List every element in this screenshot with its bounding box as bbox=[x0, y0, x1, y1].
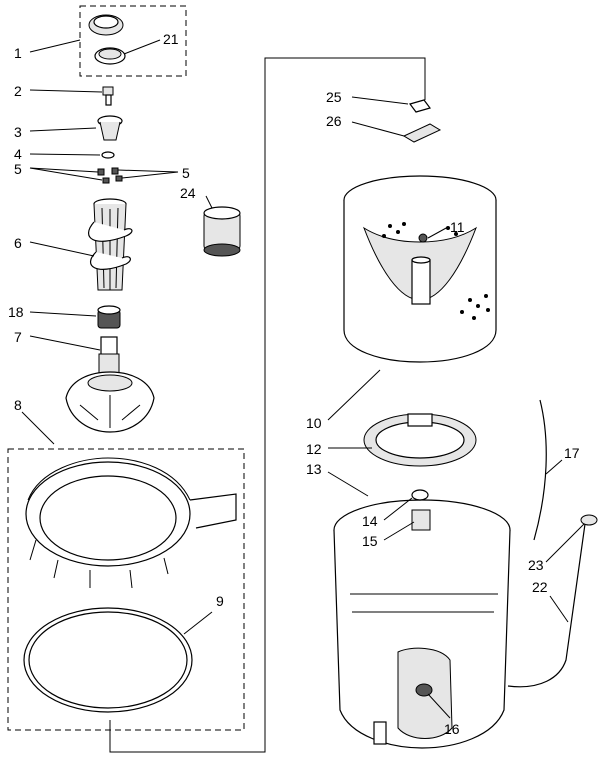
callout-26: 26 bbox=[326, 113, 342, 129]
connector-line bbox=[109, 57, 426, 753]
callout-5-left: 5 bbox=[14, 161, 22, 177]
callout-7: 7 bbox=[14, 329, 22, 345]
callout-6: 6 bbox=[14, 235, 22, 251]
callout-12: 12 bbox=[306, 441, 322, 457]
part-17-hose bbox=[533, 399, 547, 541]
part-22-drain-hose bbox=[507, 514, 598, 688]
leader-lines bbox=[21, 39, 585, 719]
part-25-clip bbox=[408, 99, 432, 113]
part-24-bearing bbox=[203, 206, 241, 257]
part-10-basket bbox=[343, 175, 497, 363]
part-5-dogs bbox=[97, 167, 123, 184]
callout-18: 18 bbox=[8, 304, 24, 320]
callout-9: 9 bbox=[216, 593, 224, 609]
callout-22: 22 bbox=[532, 579, 548, 595]
callout-15: 15 bbox=[362, 533, 378, 549]
part-26-bracket bbox=[402, 123, 442, 143]
part-18-clutch bbox=[97, 305, 121, 329]
callout-21: 21 bbox=[163, 31, 179, 47]
callout-23: 23 bbox=[528, 557, 544, 573]
part-1-agitator-cap-kit bbox=[79, 5, 187, 77]
callout-14: 14 bbox=[362, 513, 378, 529]
callout-10: 10 bbox=[306, 415, 322, 431]
callout-24: 24 bbox=[180, 185, 196, 201]
callout-1: 1 bbox=[14, 45, 22, 61]
callout-16: 16 bbox=[444, 721, 460, 737]
callout-17: 17 bbox=[564, 445, 580, 461]
callout-labels: 1 21 2 3 4 5 5 24 6 18 7 8 9 25 26 11 10… bbox=[8, 31, 580, 737]
part-12-drive-hub bbox=[363, 413, 477, 467]
part-6-agitator-auger bbox=[88, 198, 133, 291]
callout-2: 2 bbox=[14, 83, 22, 99]
callout-11: 11 bbox=[450, 219, 465, 235]
callout-13: 13 bbox=[306, 461, 322, 477]
callout-4: 4 bbox=[14, 146, 22, 162]
part-13-outer-tub bbox=[333, 489, 511, 749]
part-7-agitator-base bbox=[65, 336, 155, 433]
callout-25: 25 bbox=[326, 89, 342, 105]
part-3-sleeve bbox=[97, 115, 123, 141]
part-8-tub-ring-assembly bbox=[7, 448, 245, 731]
callout-8: 8 bbox=[14, 397, 22, 413]
part-4-ring bbox=[101, 151, 115, 159]
part-2-bolt bbox=[102, 86, 114, 106]
part-9-seal-ring bbox=[23, 607, 193, 713]
callout-5-right: 5 bbox=[182, 165, 190, 181]
callout-3: 3 bbox=[14, 124, 22, 140]
